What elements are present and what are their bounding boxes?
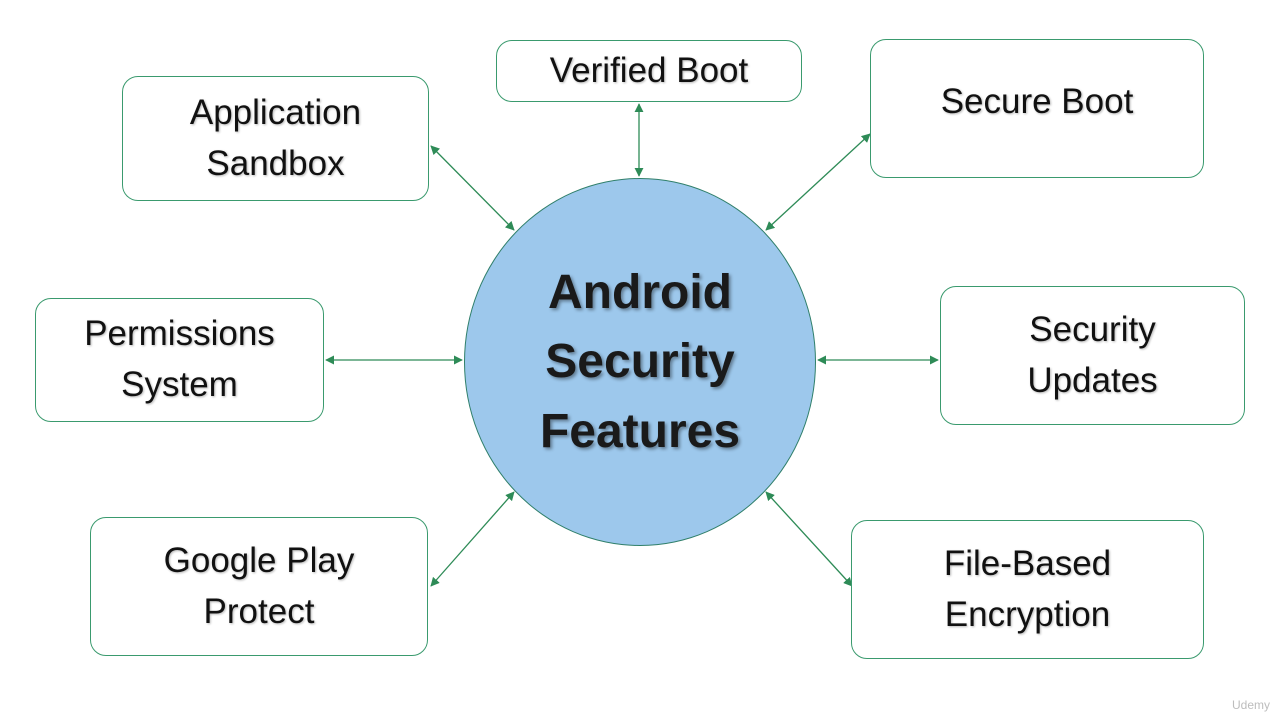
connector-secure-boot [765, 133, 871, 231]
node-verified-boot: Verified Boot [496, 40, 802, 102]
node-application-sandbox: Application Sandbox [122, 76, 429, 201]
node-google-play-protect-line-1: Google Play [163, 540, 355, 580]
center-title-line-1: Android [548, 265, 732, 319]
node-secure-boot: Secure Boot [870, 39, 1204, 178]
node-file-based-encryption-line-1: File-Based [943, 543, 1112, 583]
connector-file-based-encryption [765, 491, 853, 587]
connector-application-sandbox [430, 145, 515, 231]
node-file-based-encryption: File-Based Encryption [851, 520, 1204, 659]
connector-google-play-protect [430, 491, 515, 587]
node-application-sandbox-line-2: Sandbox [206, 143, 345, 183]
node-google-play-protect: Google Play Protect [90, 517, 428, 656]
node-file-based-encryption-line-2: Encryption [944, 594, 1111, 634]
node-google-play-protect-line-2: Protect [203, 591, 315, 631]
node-application-sandbox-line-1: Application [189, 92, 362, 132]
node-verified-boot-label: Verified Boot [549, 50, 749, 90]
center-node-android-security-features: Android Security Features [464, 178, 816, 546]
node-permissions-system-line-2: System [121, 365, 238, 404]
center-title-line-2: Security [545, 335, 735, 389]
node-permissions-system: Permissions System [35, 298, 324, 422]
udemy-watermark: Udemy [1231, 698, 1270, 712]
node-permissions-system-line-1: Permissions [84, 314, 275, 354]
node-security-updates: Security Updates [940, 286, 1245, 425]
node-security-updates-line-1: Security [1029, 309, 1156, 349]
node-secure-boot-label: Secure Boot [940, 82, 1134, 122]
node-security-updates-line-2: Updates [1027, 360, 1158, 400]
center-title-line-3: Features [539, 404, 741, 458]
